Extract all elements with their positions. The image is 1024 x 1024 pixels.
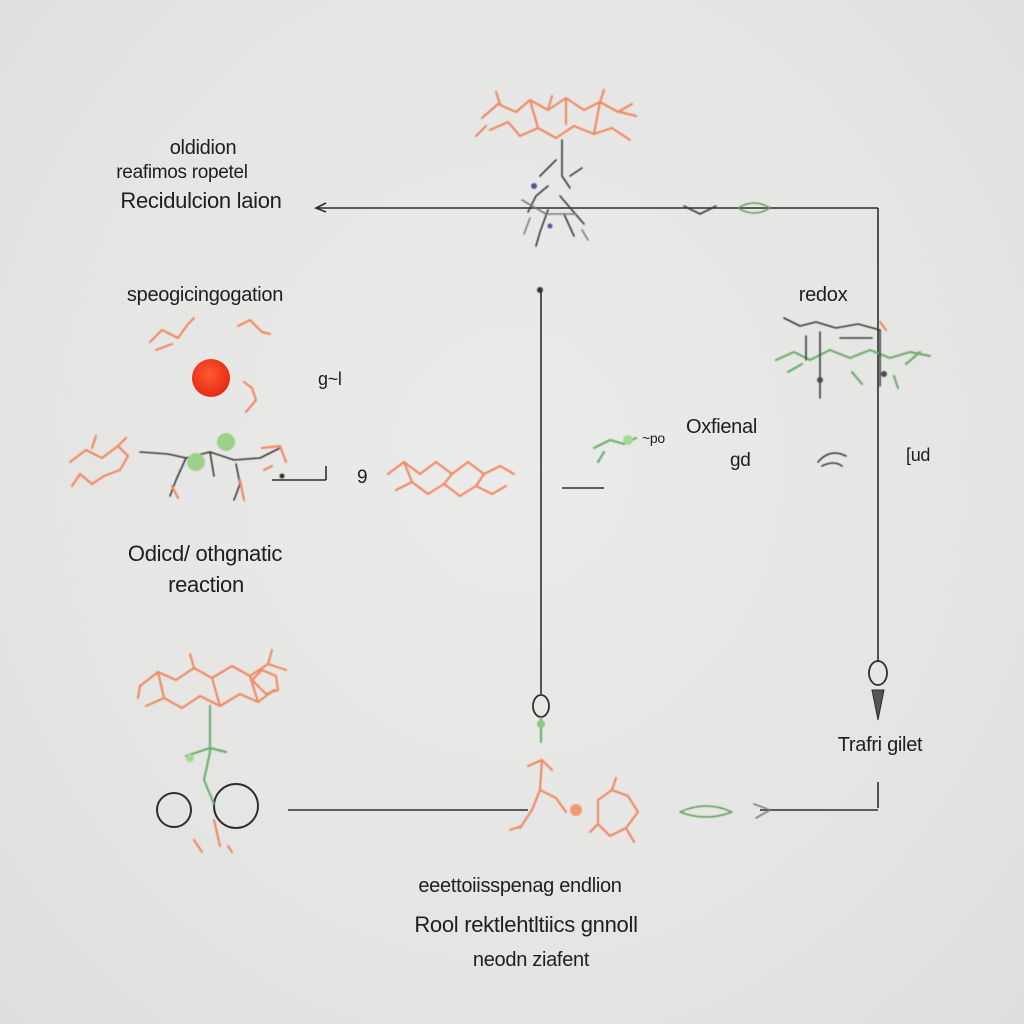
left-lower-molecule	[68, 433, 288, 502]
center-green-molecule	[592, 435, 638, 464]
label-oxidation-reaction: Odicd/ othgnatic	[127, 541, 283, 566]
label-reaction: reaction	[168, 572, 244, 597]
bottom-left-ring-2	[213, 783, 259, 829]
center-left-chain	[386, 460, 516, 498]
top-right-leaf	[683, 202, 771, 215]
right-ring-node	[868, 660, 888, 686]
bottom-left-ring-1	[156, 792, 192, 828]
label-reduction-ion: Recidulcion laion	[120, 188, 282, 213]
label-small-g: g~l	[318, 369, 342, 389]
label-propagation: speogicingogation	[126, 284, 284, 306]
label-small-gd: gd	[730, 450, 751, 471]
connector-lines	[272, 202, 879, 811]
label-electron-propagation: eeettoiisspenag endlion	[418, 875, 622, 897]
bottom-left-molecule	[136, 648, 288, 854]
label-redox-gradient: neodn ziafent	[472, 949, 590, 971]
top-center-molecule	[474, 88, 638, 293]
label-redox: redox	[798, 284, 848, 306]
ring-nodes	[156, 359, 888, 829]
label-oxidation: oldidion	[169, 137, 237, 159]
label-oxidation-center: Oxfienal	[686, 416, 757, 438]
label-transfer-gradient: Trafri gilet	[837, 734, 923, 756]
bottom-right-leaf	[679, 803, 771, 819]
right-pointer-node	[871, 689, 885, 721]
label-bracket-ud: [ud	[906, 445, 931, 465]
label-reactions-property: reafimos ropetel	[116, 162, 248, 183]
bottom-center-molecule	[508, 716, 640, 844]
center-ring-node	[532, 694, 550, 718]
label-small-po: ~po	[642, 430, 665, 446]
redox-molecule	[774, 317, 932, 399]
right-small-hook	[817, 452, 847, 467]
top-left-arrowhead	[314, 202, 327, 213]
label-redox-electrochemical: Rool rektlehtltiics gnnoll	[414, 912, 638, 937]
left-upper-molecule	[148, 316, 272, 414]
red-atom-dot	[192, 359, 230, 397]
label-nine: 9	[357, 467, 368, 488]
